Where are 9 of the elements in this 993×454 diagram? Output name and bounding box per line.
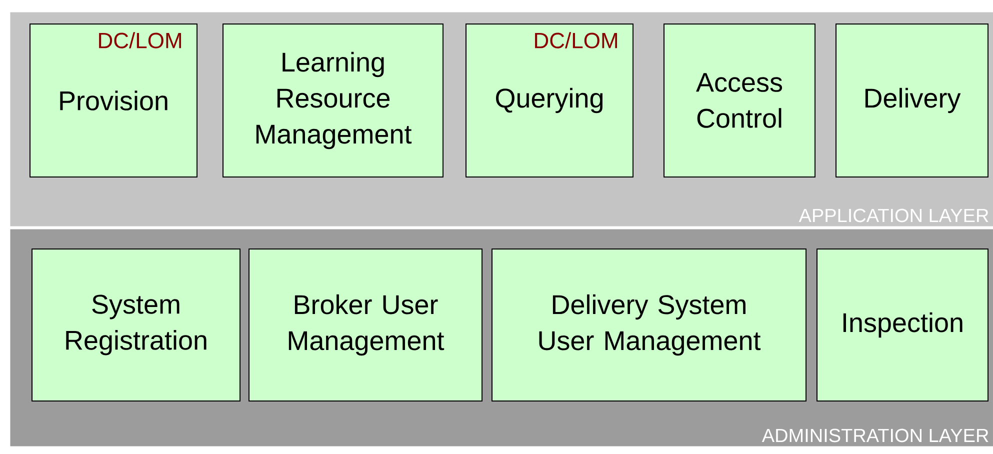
- module-box: Broker User Management: [248, 248, 482, 402]
- module-box: DC/LOM Provision: [30, 24, 198, 178]
- module-box: DC/LOM Querying: [466, 24, 634, 178]
- module-box: Delivery: [836, 24, 988, 178]
- module-box: System Registration: [32, 248, 240, 402]
- module-box: Delivery System User Management: [492, 248, 806, 402]
- module-box: Learning Resource Management: [222, 24, 444, 178]
- module-box: Inspection: [816, 248, 988, 402]
- module-box: Access Control: [664, 24, 816, 178]
